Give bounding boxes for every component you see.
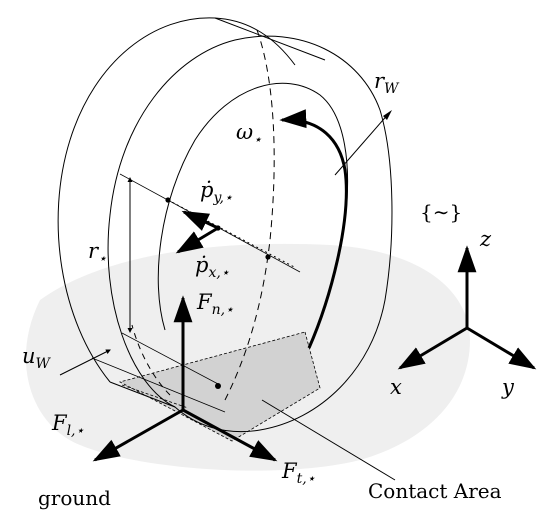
wheel-bottom-edge xyxy=(109,381,176,408)
p-x-velocity-arrow xyxy=(175,226,219,254)
frame-x-axis xyxy=(397,326,468,370)
label-contact-area: Contact Area xyxy=(368,479,502,503)
contact-point xyxy=(215,383,221,389)
wheel-inner-rim xyxy=(157,82,349,331)
omega-rotation-arrow xyxy=(279,109,348,349)
ft-force-arrow xyxy=(182,408,278,462)
wheel-axis-dotted xyxy=(167,199,297,269)
label-omega: ω⋆ xyxy=(236,120,262,148)
rw-dimension-line xyxy=(334,111,391,176)
uw-left-extension xyxy=(91,357,226,413)
wheel-front-edge xyxy=(107,35,393,433)
wheel-top-edge xyxy=(214,17,326,61)
label-f-l: Fl,⋆ xyxy=(51,411,85,439)
label-u-w: uW xyxy=(22,344,52,372)
uw-right-extension xyxy=(121,384,189,409)
label-ground: ground xyxy=(38,486,111,510)
wheel-hidden-edge xyxy=(224,29,275,401)
r-star-bottom-extension xyxy=(121,332,221,386)
fl-force-arrow xyxy=(92,408,184,462)
label-p-x: ṗx,⋆ xyxy=(195,253,230,281)
wheel-outer-face xyxy=(57,17,296,383)
axis-point-right xyxy=(265,254,271,260)
label-axis-y: y xyxy=(501,375,515,399)
label-p-y: ṗy,⋆ xyxy=(200,178,233,206)
label-r-star: r⋆ xyxy=(88,239,107,267)
p-y-velocity-arrow xyxy=(181,210,219,231)
label-axis-z: z xyxy=(479,227,492,251)
uw-dimension-line xyxy=(59,349,111,376)
contact-area-leader xyxy=(261,399,396,481)
frame-y-axis xyxy=(466,326,537,370)
wheel-hidden-edge-lower xyxy=(131,324,171,396)
label-f-t: Ft,⋆ xyxy=(281,459,316,487)
label-axis-x: x xyxy=(390,375,402,399)
label-r-w: rW xyxy=(374,69,400,97)
rw-arrowhead xyxy=(383,110,392,120)
label-frame: {∼} xyxy=(420,200,462,224)
label-f-n: Fn,⋆ xyxy=(196,290,234,318)
axis-point-left xyxy=(165,197,171,203)
